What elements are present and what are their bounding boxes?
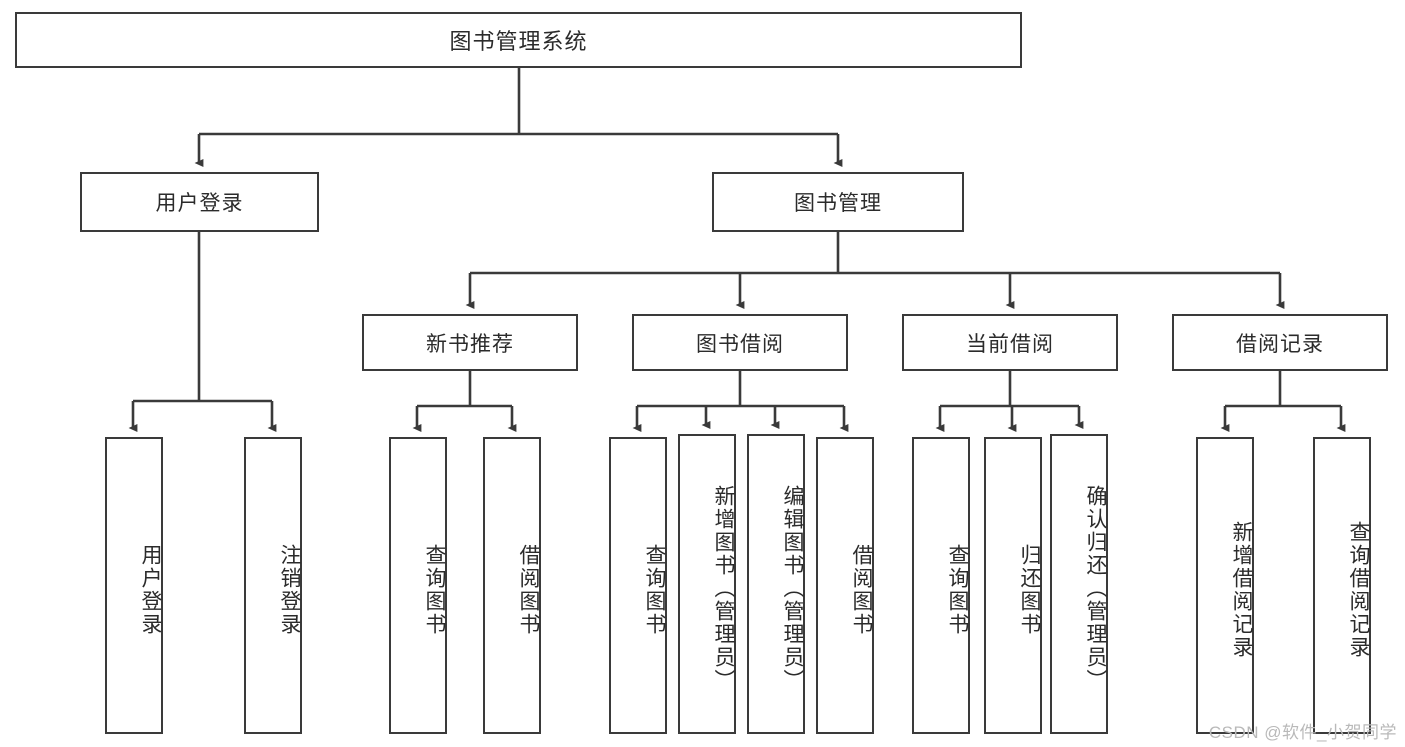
node-new-book-recommend-label: 新书推荐 bbox=[426, 332, 514, 356]
leaf-user-logout[interactable]: 注销登录 bbox=[244, 437, 302, 734]
leaf-current-return-book[interactable]: 归还图书 bbox=[984, 437, 1042, 734]
leaf-borrow-borrow-book[interactable]: 借阅图书 bbox=[816, 437, 874, 734]
node-root-label: 图书管理系统 bbox=[449, 29, 588, 54]
leaf-borrow-edit-book-label: 编辑图书（管理员） bbox=[781, 484, 804, 692]
node-book-borrow-label: 图书借阅 bbox=[696, 332, 784, 356]
node-user-login-label: 用户登录 bbox=[155, 192, 244, 215]
leaf-current-confirm-return-label: 确认归还（管理员） bbox=[1084, 484, 1107, 692]
node-current-borrow-label: 当前借阅 bbox=[966, 332, 1054, 356]
leaf-current-return-book-label: 归还图书 bbox=[1018, 543, 1041, 636]
leaf-recommend-borrow-book[interactable]: 借阅图书 bbox=[483, 437, 541, 734]
leaf-recommend-borrow-book-label: 借阅图书 bbox=[517, 543, 540, 636]
leaf-borrow-query-book-label: 查询图书 bbox=[643, 543, 666, 636]
node-new-book-recommend[interactable]: 新书推荐 bbox=[362, 314, 578, 371]
node-book-management[interactable]: 图书管理 bbox=[712, 172, 964, 232]
leaf-current-confirm-return[interactable]: 确认归还（管理员） bbox=[1050, 434, 1108, 734]
node-borrow-record-label: 借阅记录 bbox=[1236, 332, 1324, 356]
leaf-user-login[interactable]: 用户登录 bbox=[105, 437, 163, 734]
leaf-borrow-query-book[interactable]: 查询图书 bbox=[609, 437, 667, 734]
leaf-user-logout-label: 注销登录 bbox=[278, 543, 301, 636]
leaf-user-login-label: 用户登录 bbox=[139, 543, 162, 636]
node-borrow-record[interactable]: 借阅记录 bbox=[1172, 314, 1388, 371]
leaf-current-query-book[interactable]: 查询图书 bbox=[912, 437, 970, 734]
leaf-record-add-record-label: 新增借阅记录 bbox=[1230, 520, 1253, 659]
leaf-borrow-add-book[interactable]: 新增图书（管理员） bbox=[678, 434, 736, 734]
leaf-borrow-edit-book[interactable]: 编辑图书（管理员） bbox=[747, 434, 805, 734]
leaf-recommend-query-book-label: 查询图书 bbox=[423, 543, 446, 636]
leaf-record-add-record[interactable]: 新增借阅记录 bbox=[1196, 437, 1254, 734]
node-user-login[interactable]: 用户登录 bbox=[80, 172, 319, 232]
leaf-recommend-query-book[interactable]: 查询图书 bbox=[389, 437, 447, 734]
leaf-record-query-record-label: 查询借阅记录 bbox=[1347, 520, 1370, 659]
leaf-current-query-book-label: 查询图书 bbox=[946, 543, 969, 636]
watermark: CSDN @软件_小贺同学 bbox=[1208, 723, 1397, 742]
leaf-borrow-borrow-book-label: 借阅图书 bbox=[850, 543, 873, 636]
leaf-record-query-record[interactable]: 查询借阅记录 bbox=[1313, 437, 1371, 734]
node-current-borrow[interactable]: 当前借阅 bbox=[902, 314, 1118, 371]
node-book-management-label: 图书管理 bbox=[794, 192, 882, 215]
node-book-borrow[interactable]: 图书借阅 bbox=[632, 314, 848, 371]
leaf-borrow-add-book-label: 新增图书（管理员） bbox=[712, 484, 735, 692]
node-root-system[interactable]: 图书管理系统 bbox=[15, 12, 1022, 68]
